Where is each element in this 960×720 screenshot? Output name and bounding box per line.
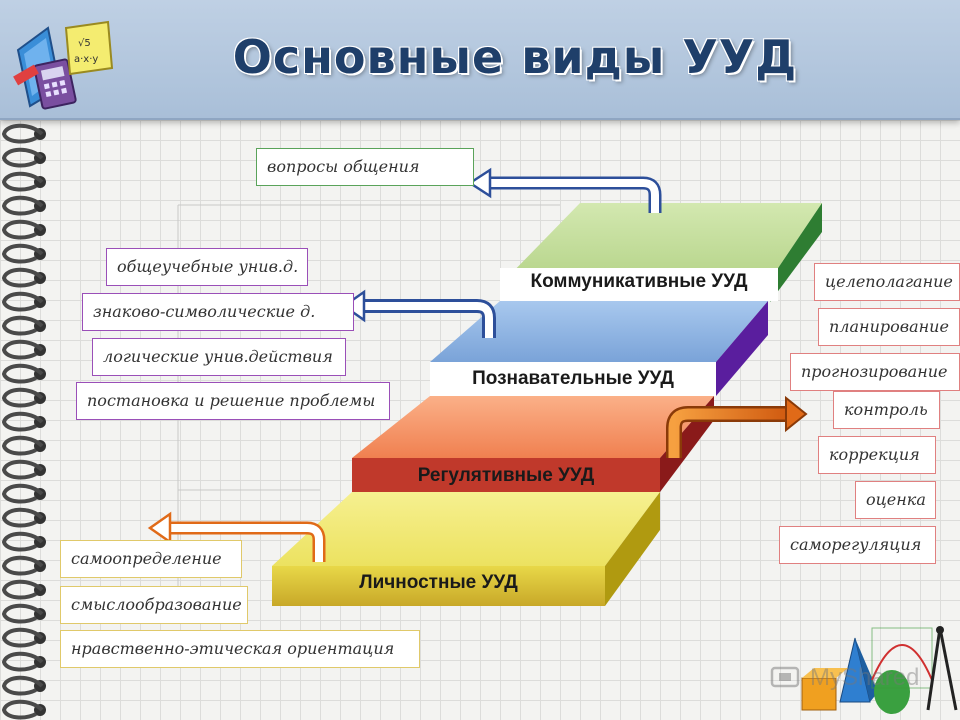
binding-ring	[1, 603, 44, 624]
regulatory-item: целеполагание	[814, 263, 960, 301]
step-cognitive-front	[430, 362, 716, 396]
binding-ring	[1, 123, 44, 144]
step-cognitive-top	[430, 301, 768, 362]
communicative-item: вопросы общения	[256, 148, 474, 186]
personal-item: нравственно-этическая ориентация	[60, 630, 420, 668]
binding-ring	[1, 195, 44, 216]
regulatory-item: оценка	[855, 481, 936, 519]
arrow-personal	[147, 511, 326, 562]
binding-ring	[1, 267, 44, 288]
regulatory-item: прогнозирование	[790, 353, 960, 391]
binding-ring	[1, 411, 44, 432]
cognitive-item: знаково-символические д.	[82, 293, 354, 331]
cognitive-item: общеучебные унив.д.	[106, 248, 308, 286]
step-communicative	[500, 203, 822, 302]
binding-ring	[1, 339, 44, 360]
watermark: MyShared	[770, 660, 940, 696]
step-regulatory-front	[352, 458, 660, 492]
step-personal-front	[272, 566, 605, 606]
step-personal	[272, 492, 660, 606]
geometry-shapes-icon	[801, 626, 958, 714]
binding-ring	[1, 651, 44, 672]
binding-ring	[1, 435, 44, 456]
step-cognitive-side	[716, 301, 768, 396]
page-title: Основные виды УУД	[232, 30, 798, 84]
step-personal-top	[272, 492, 660, 566]
binding-ring	[1, 171, 44, 192]
school-supplies-icon: √5 a·x·y	[13, 20, 114, 110]
watermark-logo-icon	[770, 666, 800, 688]
binding-ring	[1, 243, 44, 264]
regulatory-item: контроль	[833, 391, 940, 429]
step-communicative-side	[770, 203, 822, 302]
regulatory-item: саморегуляция	[779, 526, 936, 564]
step-cognitive	[430, 301, 768, 396]
personal-item: самоопределение	[60, 540, 242, 578]
binding-ring	[1, 555, 44, 576]
step-personal-label: Личностные УУД	[359, 572, 518, 593]
cognitive-item: логические унив.действия	[92, 338, 346, 376]
binding-ring	[1, 507, 44, 528]
svg-text:√5: √5	[78, 38, 91, 49]
regulatory-item: коррекция	[818, 436, 936, 474]
binding-ring	[1, 579, 44, 600]
step-regulatory-label: Регулятивные УУД	[417, 465, 595, 486]
step-regulatory	[352, 396, 714, 492]
binding-ring	[1, 363, 44, 384]
regulatory-item: планирование	[818, 308, 960, 346]
watermark-text: MyShared	[810, 664, 920, 691]
step-communicative-top	[505, 203, 822, 280]
binding-ring	[1, 531, 44, 552]
binding-ring	[1, 219, 44, 240]
svg-text:a·x·y: a·x·y	[74, 54, 98, 65]
step-cognitive-label: Познавательные УУД	[472, 368, 674, 389]
header-bar: √5 a·x·y Основные виды УУД	[0, 0, 960, 120]
binding-ring	[1, 459, 44, 480]
arrow-cognitive	[341, 289, 496, 338]
step-regulatory-top	[352, 396, 714, 458]
step-personal-side	[605, 492, 660, 606]
personal-item: смыслообразование	[60, 586, 248, 624]
spiral-binding	[1, 123, 46, 720]
binding-ring	[1, 699, 44, 720]
binding-ring	[1, 291, 44, 312]
binding-ring	[1, 147, 44, 168]
step-communicative-label: Коммуникативные УУД	[530, 271, 748, 292]
step-communicative-front	[500, 268, 778, 301]
binding-ring	[1, 483, 44, 504]
binding-ring	[1, 627, 44, 648]
binding-ring	[1, 315, 44, 336]
arrow-communicative	[467, 167, 662, 213]
binding-ring	[1, 675, 44, 696]
arrow-regulatory	[666, 395, 808, 458]
binding-ring	[1, 387, 44, 408]
cognitive-item: постановка и решение проблемы	[76, 382, 390, 420]
